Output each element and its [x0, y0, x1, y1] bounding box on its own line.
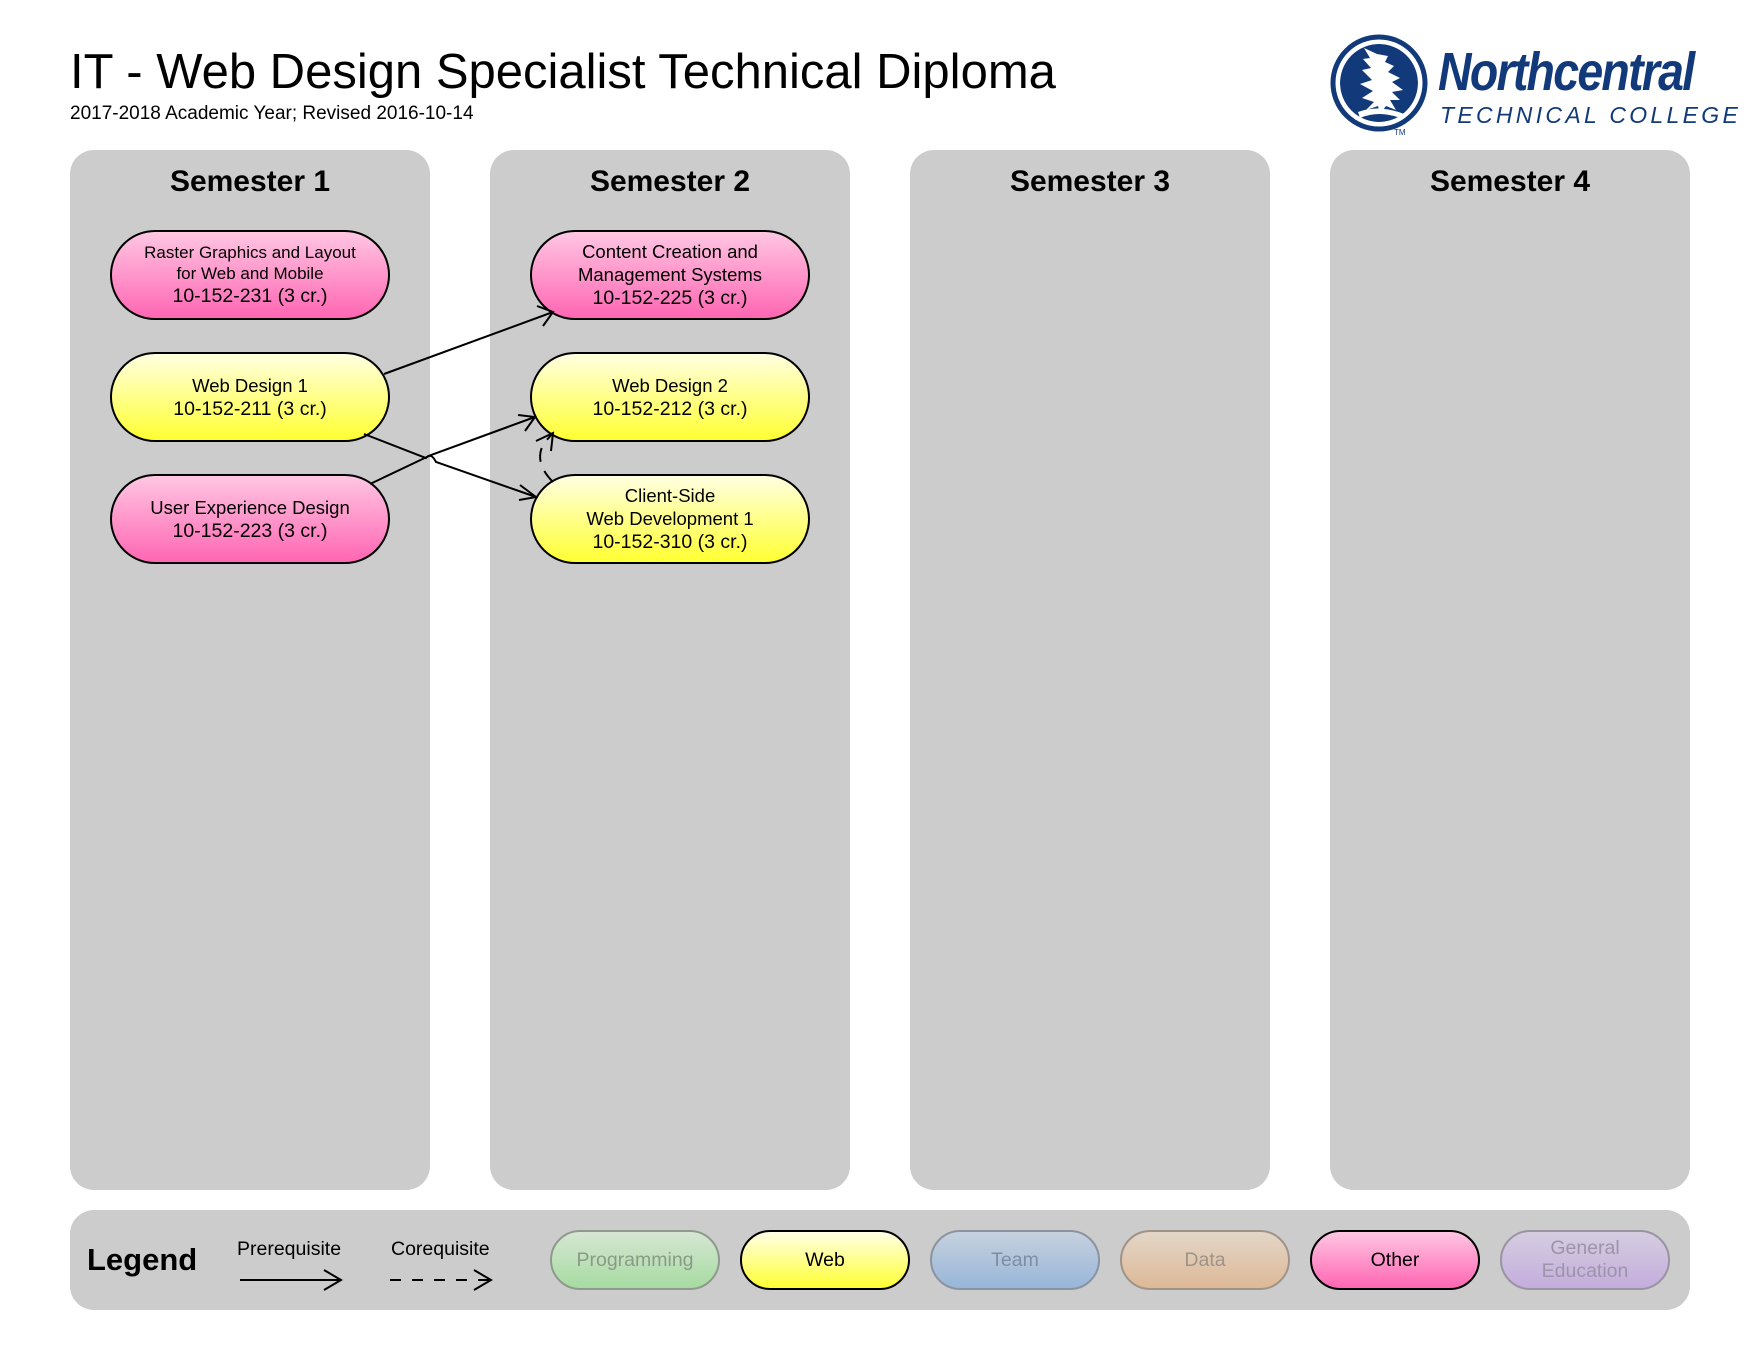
semester-title: Semester 3	[1009, 165, 1171, 198]
course-title: User Experience Design	[150, 496, 350, 518]
course-title: Web Design 2	[612, 374, 728, 396]
course-title: Web Development 1	[586, 508, 754, 529]
course-title: Raster Graphics and Layout	[144, 243, 356, 262]
logo-name: Northcentral	[1438, 42, 1695, 102]
legend-programming: Programming	[550, 1230, 720, 1290]
legend: Legend Prerequisite Corequisite Programm…	[70, 1210, 1690, 1310]
semester-1-panel: Semester 1 Raster Graphics and Layout fo…	[70, 150, 430, 1190]
course-title: Client-Side	[624, 485, 716, 506]
course-raster-graphics[interactable]: Raster Graphics and Layout for Web and M…	[110, 230, 390, 320]
legend-team: Team	[930, 1230, 1100, 1290]
page-subtitle: 2017-2018 Academic Year; Revised 2016-10…	[70, 103, 474, 124]
course-title: Web Design 1	[192, 374, 308, 396]
arrowhead	[323, 1269, 343, 1291]
arrowhead	[473, 1269, 493, 1291]
semester-title: Semester 2	[589, 165, 751, 198]
course-code: 10-152-310 (3 cr.)	[592, 531, 748, 553]
semester-title: Semester 4	[1429, 165, 1591, 198]
course-code: 10-152-223 (3 cr.)	[172, 519, 328, 542]
semester-title: Semester 1	[169, 165, 331, 198]
college-logo: TM Northcentral TECHNICAL COLLEGE	[1330, 34, 1738, 138]
logo-subname: TECHNICAL COLLEGE	[1440, 102, 1742, 128]
corequisite-label: Corequisite	[391, 1238, 490, 1260]
page-title: IT - Web Design Specialist Technical Dip…	[70, 45, 1056, 99]
course-user-experience-design[interactable]: User Experience Design 10-152-223 (3 cr.…	[110, 474, 390, 564]
course-code: 10-152-231 (3 cr.)	[172, 285, 328, 307]
svg-text:TM: TM	[1394, 128, 1406, 137]
course-web-design-2[interactable]: Web Design 2 10-152-212 (3 cr.)	[530, 352, 810, 442]
course-title: Content Creation and	[582, 241, 758, 262]
course-code: 10-152-211 (3 cr.)	[173, 397, 327, 420]
course-title: Management Systems	[577, 264, 763, 285]
course-title: for Web and Mobile	[176, 264, 324, 283]
legend-web: Web	[740, 1230, 910, 1290]
legend-data: Data	[1120, 1230, 1290, 1290]
semester-3-panel: Semester 3	[910, 150, 1270, 1190]
course-code: 10-152-212 (3 cr.)	[592, 397, 748, 420]
legend-title: Legend	[87, 1242, 198, 1277]
course-code: 10-152-225 (3 cr.)	[592, 287, 748, 309]
course-web-design-1[interactable]: Web Design 1 10-152-211 (3 cr.)	[110, 352, 390, 442]
legend-general-education: General Education	[1500, 1230, 1670, 1290]
prerequisite-label: Prerequisite	[237, 1238, 342, 1260]
course-client-side-web-dev-1[interactable]: Client-Side Web Development 1 10-152-310…	[530, 474, 810, 564]
legend-other: Other	[1310, 1230, 1480, 1290]
course-content-creation[interactable]: Content Creation and Management Systems …	[530, 230, 810, 320]
semester-4-panel: Semester 4	[1330, 150, 1690, 1190]
semester-2-panel: Semester 2 Content Creation and Manageme…	[490, 150, 850, 1190]
pine-tree-icon: TM	[1330, 34, 1428, 137]
legend-arrows	[240, 1269, 493, 1291]
